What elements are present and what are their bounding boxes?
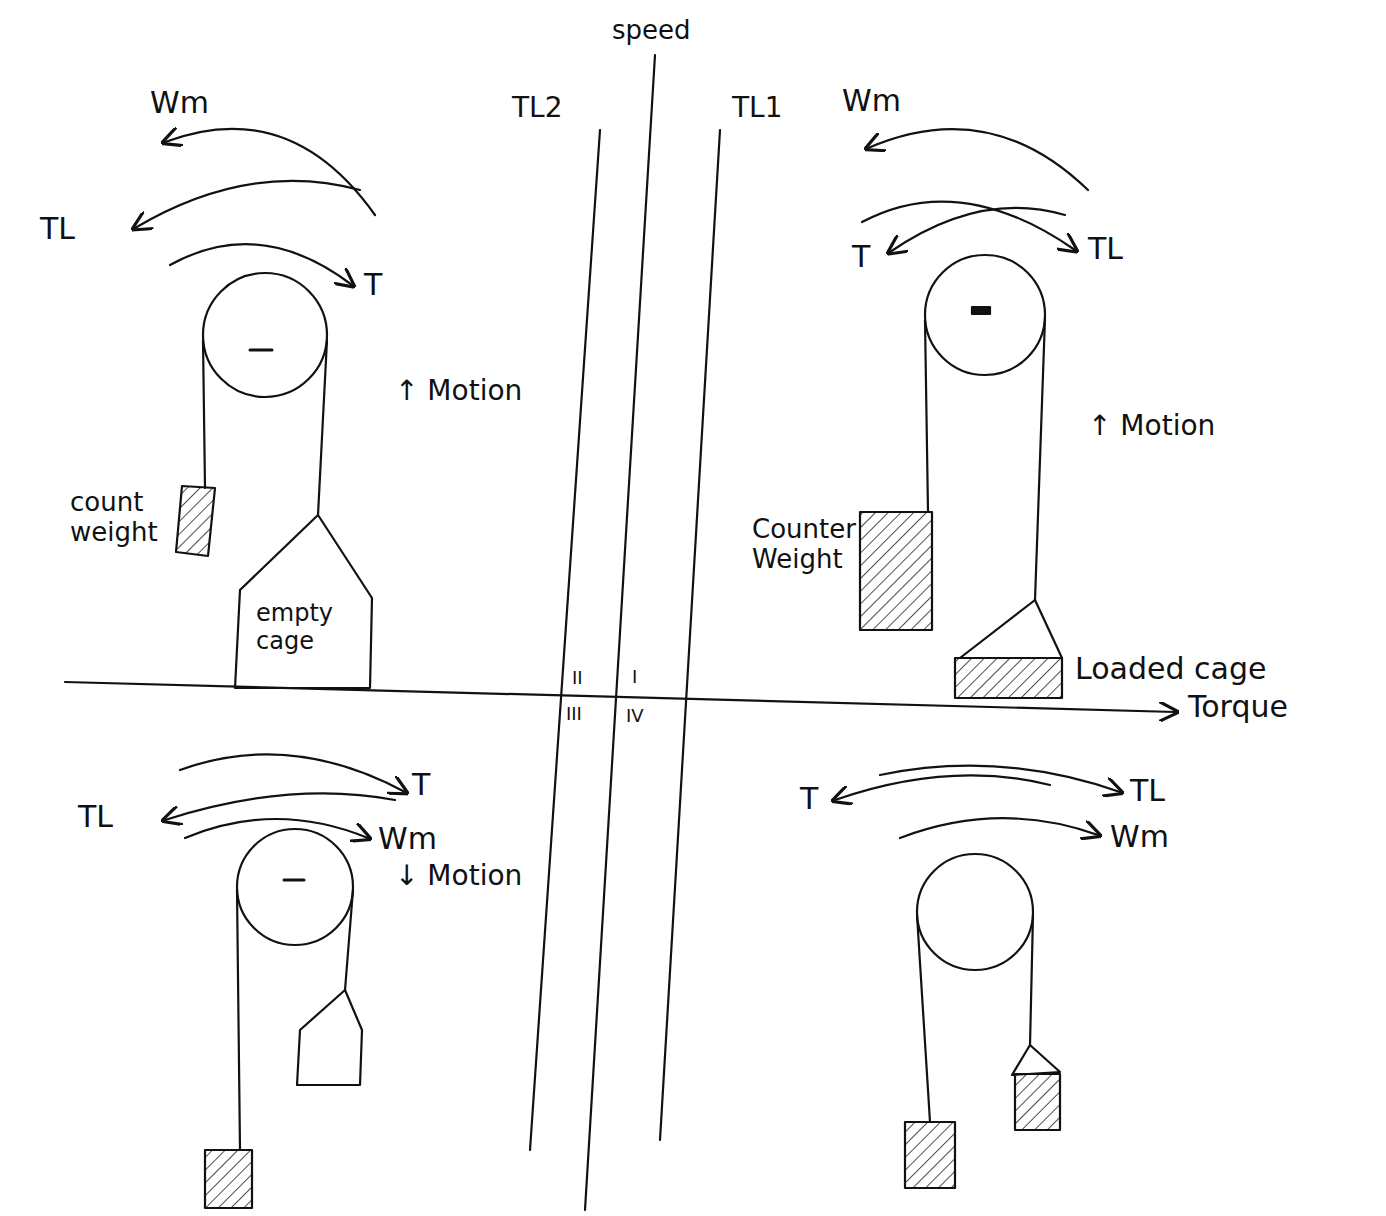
label-text: Loaded cage	[1075, 652, 1266, 687]
motor-torque-arc	[890, 208, 1065, 252]
label-text: Torque	[1188, 690, 1288, 725]
motor-torque-arc	[835, 775, 1050, 800]
load-torque-arc	[165, 793, 395, 820]
rope	[345, 890, 353, 990]
hoist-quadrant-two	[135, 129, 375, 688]
label-text: TL	[78, 800, 113, 835]
rope	[1030, 915, 1033, 1045]
motor-torque-arc	[170, 244, 352, 285]
drawing-part	[65, 55, 1175, 1210]
load-torque-arc	[880, 766, 1120, 792]
counter-weight	[205, 1150, 252, 1208]
counter-weight	[176, 486, 215, 556]
empty-cage	[297, 990, 362, 1085]
label-text: TL	[1130, 774, 1165, 809]
hoist-quadrant-four	[835, 766, 1120, 1188]
label-text: count weight	[70, 488, 178, 548]
sheave-mark	[972, 307, 990, 314]
hoist-quadrant-one	[860, 129, 1088, 698]
rope	[1035, 318, 1045, 600]
label-text: Wm	[378, 822, 437, 857]
empty-cage	[235, 515, 372, 688]
speed-arc	[900, 818, 1098, 838]
label-text: III	[566, 704, 582, 725]
sheave-mark	[250, 349, 272, 352]
label-text: T	[412, 768, 430, 803]
label-text: T	[364, 268, 382, 303]
sheave	[925, 255, 1045, 375]
loaded-cage	[955, 658, 1062, 698]
load-torque-arc	[135, 181, 360, 228]
cage-hanger	[960, 600, 1062, 658]
motor-torque-arc	[180, 754, 405, 792]
sheave	[203, 273, 327, 397]
label-text: TL	[40, 212, 75, 247]
counter-weight	[860, 512, 932, 630]
sheave	[917, 854, 1033, 970]
label-text: Wm	[1110, 820, 1169, 855]
label-text: I	[632, 667, 637, 688]
rope	[925, 320, 928, 512]
speed-axis	[585, 55, 655, 1210]
label-text: TL2	[512, 92, 563, 124]
label-text: TL	[1088, 232, 1123, 267]
load-torque-arc	[862, 202, 1075, 250]
load-line	[660, 130, 720, 1140]
label-text: Wm	[150, 86, 209, 121]
label-text: speed	[612, 16, 691, 46]
hoist-quadrant-three	[165, 754, 405, 1208]
sheave	[237, 829, 353, 945]
label-text: Counter Weight	[752, 515, 856, 575]
label-text: T	[852, 240, 870, 275]
rope	[237, 890, 240, 1150]
speed-arc	[868, 129, 1088, 190]
label-text: ↑ Motion	[395, 375, 522, 407]
sheave-mark	[284, 879, 304, 882]
cage-hanger	[1012, 1045, 1060, 1075]
label-text: II	[572, 668, 583, 689]
label-text: T	[800, 782, 818, 817]
rope	[917, 915, 930, 1122]
axes	[65, 55, 1175, 1210]
label-text: Wm	[842, 84, 901, 119]
label-text: IV	[626, 706, 644, 727]
counter-weight	[905, 1122, 955, 1188]
label-text: ↑ Motion	[1088, 410, 1215, 442]
load-line	[530, 130, 600, 1150]
speed-arc	[165, 129, 375, 215]
label-text: empty cage	[256, 600, 356, 655]
loaded-cage	[1015, 1074, 1060, 1130]
rope	[318, 340, 327, 515]
label-text: ↓ Motion	[395, 860, 522, 892]
speed-arc	[185, 819, 368, 838]
rope	[203, 340, 205, 488]
label-text: TL1	[732, 92, 783, 124]
